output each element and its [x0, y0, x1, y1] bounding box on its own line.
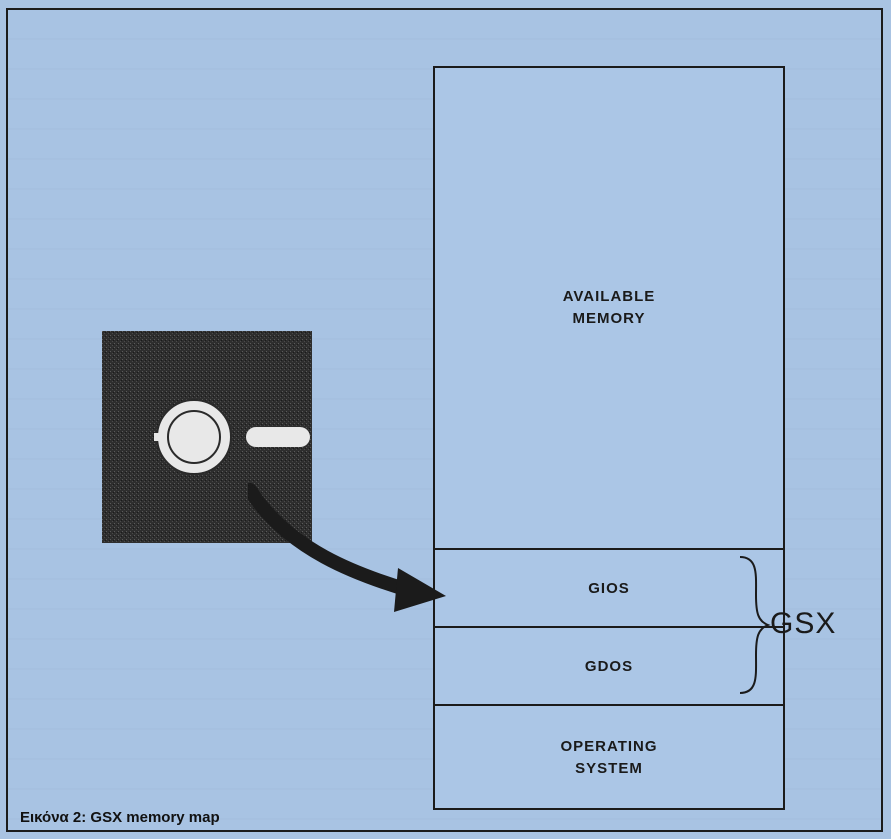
segment-operating-system: OPERATING SYSTEM [435, 704, 783, 810]
memory-map-column: AVAILABLE MEMORY GIOS GDOS OPERATING SYS… [433, 66, 785, 810]
segment-gios: GIOS [435, 548, 783, 628]
segment-gdos: GDOS [435, 626, 783, 706]
segment-gdos-label: GDOS [585, 656, 633, 678]
figure-caption: Εικόνα 2: GSX memory map [20, 809, 220, 826]
segment-operating-system-label: OPERATING SYSTEM [560, 736, 657, 780]
curved-arrow-icon [248, 480, 448, 620]
segment-gios-label: GIOS [588, 578, 630, 600]
segment-available-memory-label: AVAILABLE MEMORY [563, 286, 656, 330]
figure-frame: AVAILABLE MEMORY GIOS GDOS OPERATING SYS… [6, 8, 883, 832]
segment-available-memory: AVAILABLE MEMORY [435, 68, 783, 548]
gsx-brace-label: GSX [770, 607, 836, 641]
curly-brace-icon [736, 555, 772, 695]
